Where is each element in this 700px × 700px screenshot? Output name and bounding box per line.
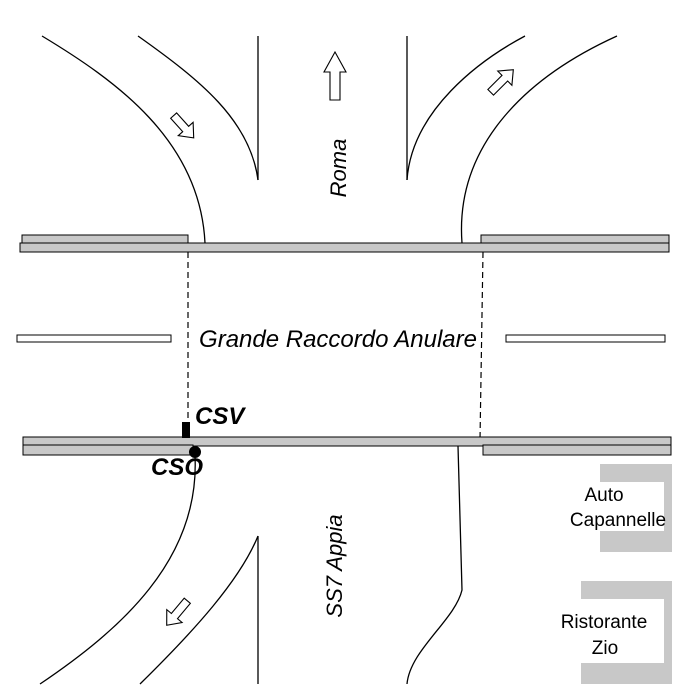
south-right-curve [406, 445, 463, 685]
building-ristorante-zio-label-2: Zio [592, 638, 618, 659]
ring-road-median: Grande Raccordo Anulare [16, 326, 666, 353]
median-strip-left [16, 334, 172, 343]
building-auto-capannelle: Auto Capannelle [566, 464, 672, 552]
building-ristorante-zio: Ristorante Zio [547, 581, 672, 684]
south-road-label: SS7 Appia [322, 514, 347, 617]
csv-label: CSV [195, 403, 246, 430]
right-dashed-connector [479, 251, 484, 441]
south-left-outer-curve [39, 455, 196, 685]
building-ristorante-zio-interior [547, 599, 664, 663]
north-road-label: Roma [326, 139, 351, 198]
north-left-inner-curve [137, 35, 259, 181]
building-auto-capannelle-label-1: Auto [584, 485, 623, 506]
building-auto-capannelle-interior [566, 482, 664, 531]
south-barrier-right [482, 444, 672, 456]
ring-road-north-carriageway [19, 234, 670, 253]
arrow-southeast-icon [169, 112, 195, 139]
north-right-inner-curve [406, 35, 526, 181]
ring-road-label: Grande Raccordo Anulare [199, 326, 477, 353]
south-carriageway-strip [22, 436, 672, 447]
arrow-southwest-icon [166, 597, 192, 626]
north-right-outer-curve [460, 35, 618, 244]
south-left-inner-curve [139, 535, 259, 685]
median-strip-right [505, 334, 666, 343]
cso-label: CSO [151, 454, 203, 481]
building-ristorante-zio-label-1: Ristorante [561, 612, 648, 633]
north-left-outer-curve [41, 35, 206, 244]
arrow-northeast-icon [487, 69, 514, 96]
building-auto-capannelle-label-2: Capannelle [570, 510, 666, 531]
csv-sensor-marker [182, 422, 190, 438]
ring-road-south-carriageway [22, 436, 672, 456]
north-road-edges [41, 35, 618, 244]
cso-sensor-dot [189, 446, 201, 458]
arrow-north-icon [323, 50, 347, 101]
north-carriageway-strip [19, 242, 670, 253]
south-road-edges [39, 445, 463, 685]
